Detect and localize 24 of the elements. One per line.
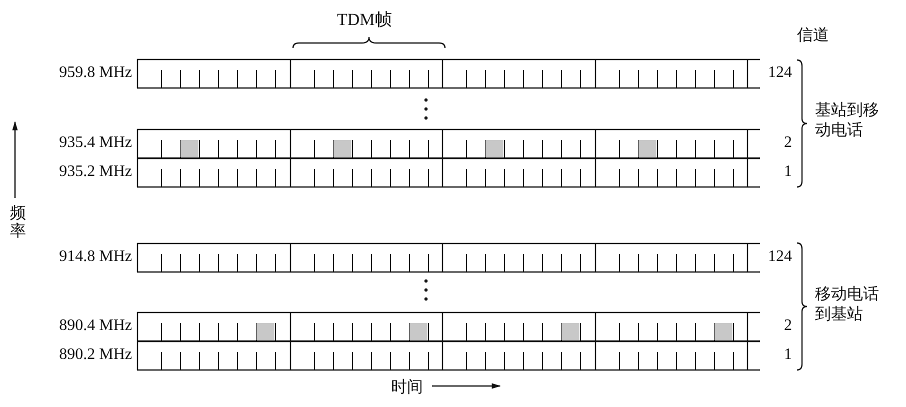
channel-number: 2	[784, 134, 792, 152]
frequency-label: 890.2 MHz	[59, 346, 132, 364]
channel-number: 124	[768, 64, 792, 82]
channel-number: 2	[784, 317, 792, 335]
frequency-label: 935.2 MHz	[59, 163, 132, 181]
frequency-label: 959.8 MHz	[59, 64, 132, 82]
channel-number: 124	[768, 248, 792, 266]
direction-label: 移动电话到基站	[815, 284, 880, 324]
channel-number: 1	[784, 346, 792, 364]
axis-title: 信道	[797, 25, 829, 45]
channel-number: 1	[784, 163, 792, 181]
channel-strip	[137, 243, 760, 272]
direction-label: 基站到移动电话	[815, 100, 880, 140]
channel-strip	[137, 341, 760, 370]
frequency-label: 935.4 MHz	[59, 134, 132, 152]
channel-strip	[137, 129, 760, 158]
frequency-label: 914.8 MHz	[59, 248, 132, 266]
channel-strip	[137, 59, 760, 88]
frame-label: TDM帧	[337, 9, 392, 31]
channel-strip	[137, 158, 760, 187]
axis-title: 频率	[10, 204, 26, 240]
channel-strip	[137, 312, 760, 341]
frequency-label: 890.4 MHz	[59, 317, 132, 335]
axis-title: 时间	[391, 377, 423, 397]
